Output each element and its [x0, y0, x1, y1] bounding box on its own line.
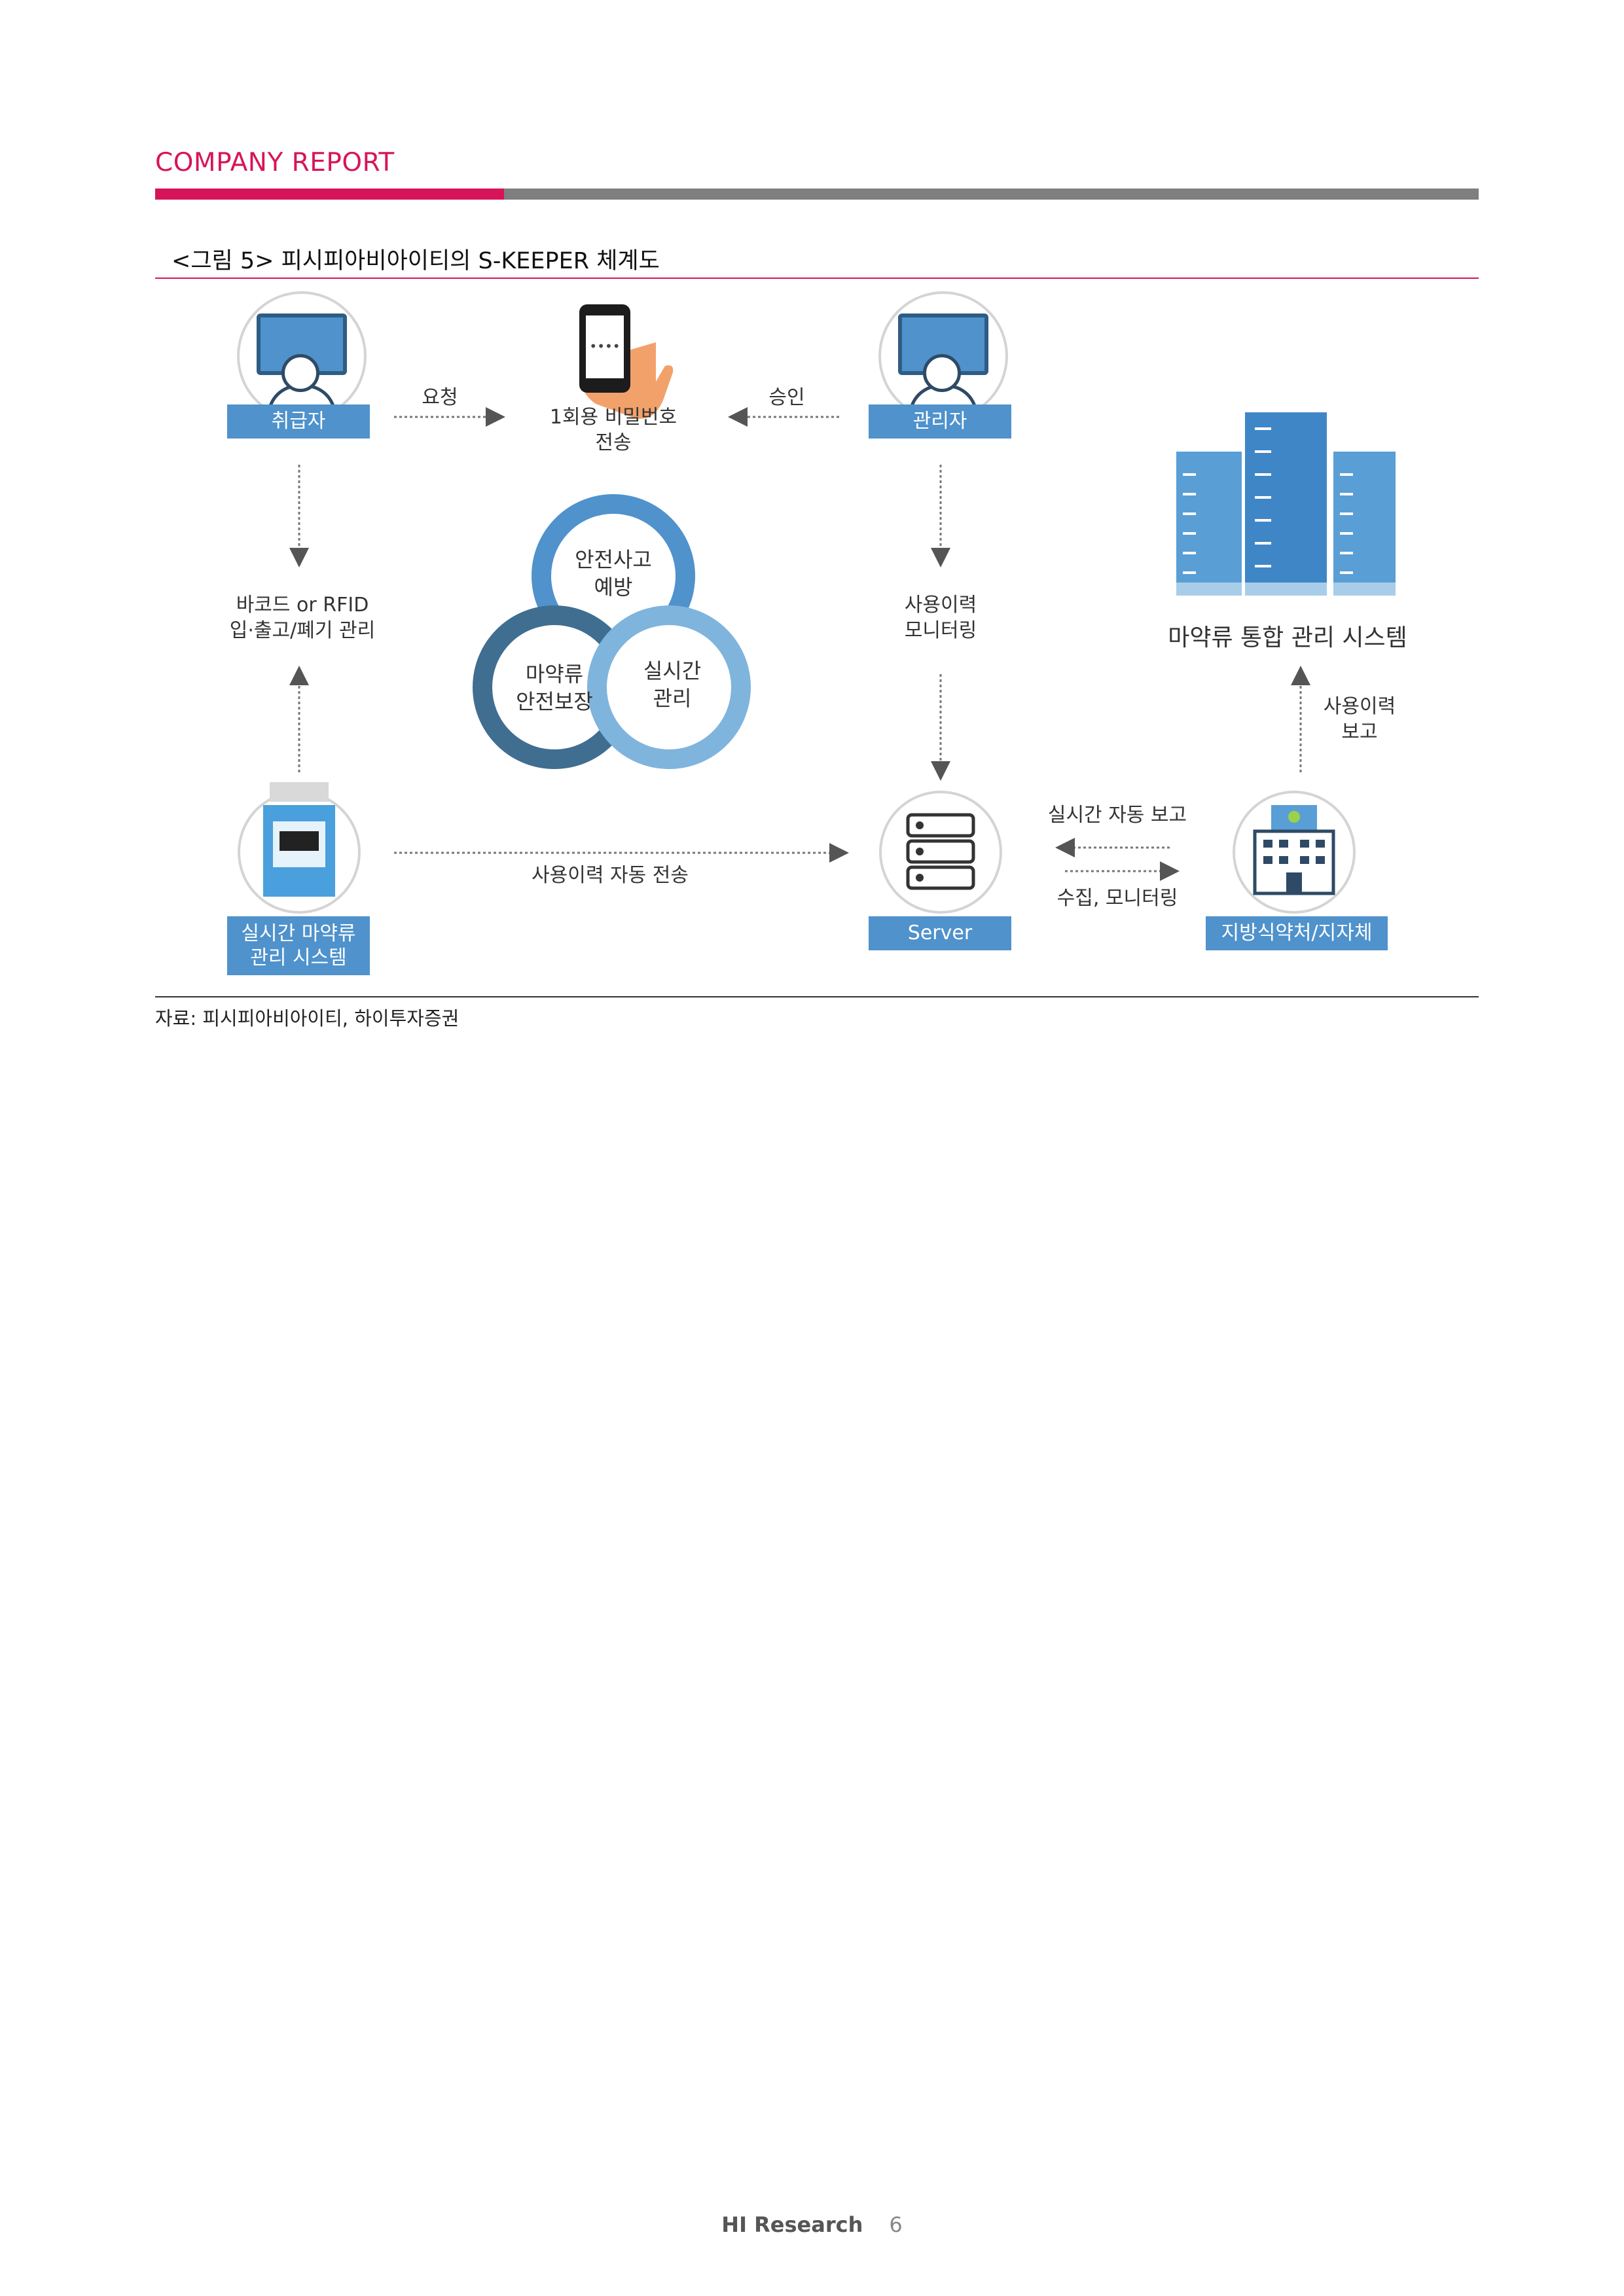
- center-top-text: 안전사고 예방: [575, 547, 652, 600]
- page-number: 6: [889, 2212, 903, 2237]
- auto-transfer-label: 사용이력 자동 전송: [532, 864, 689, 887]
- server-racks-icon: [1176, 412, 1396, 596]
- svg-text:••••: ••••: [589, 338, 620, 354]
- admin-label: 관리자: [869, 404, 1011, 439]
- local-gov-label: 지방식약처/지자체: [1206, 916, 1388, 950]
- s-keeper-diagram: ••••: [155, 288, 1479, 988]
- request-label: 요청: [422, 386, 458, 409]
- otp-label: 1회용 비밀번호 전송: [549, 406, 677, 454]
- figure-bottom-rule: [155, 996, 1479, 997]
- phone-icon: ••••: [579, 304, 674, 419]
- report-header: COMPANY REPORT: [155, 148, 395, 177]
- header-bar-gray: [504, 188, 1479, 200]
- approve-label: 승인: [768, 386, 805, 409]
- usage-report-text: 사용이력 보고: [1323, 695, 1396, 744]
- figure-top-rule: [155, 278, 1479, 279]
- integrated-system-title: 마약류 통합 관리 시스템: [1168, 624, 1407, 651]
- header-bar-red: [155, 188, 504, 200]
- collect-monitor-label: 수집, 모니터링: [1056, 887, 1178, 910]
- realtime-system-label: 실시간 마약류 관리 시스템: [227, 916, 370, 975]
- cabinet-icon: [238, 782, 361, 914]
- server-icon: [879, 791, 1002, 914]
- source-note: 자료: 피시피아비아이티, 하이투자증권: [155, 1007, 460, 1030]
- realtime-report-label: 실시간 자동 보고: [1047, 804, 1187, 827]
- server-label: Server: [869, 916, 1011, 950]
- center-right-text: 실시간 관리: [643, 658, 702, 711]
- admin-avatar: [878, 291, 1008, 421]
- figure-title: <그림 5> 피시피아비아이티의 S-KEEPER 체계도: [171, 248, 660, 274]
- building-icon: [1233, 791, 1356, 914]
- footer-brand: HI Research: [721, 2212, 863, 2237]
- handler-label: 취급자: [227, 404, 370, 439]
- center-left-text: 마약류 안전보장: [516, 662, 593, 714]
- page-footer: HI Research 6: [0, 2212, 1624, 2237]
- safety-cycle-graphic: [473, 494, 751, 769]
- handler-avatar: [237, 291, 367, 421]
- barcode-text: 바코드 or RFID 입·출고/폐기 관리: [229, 594, 376, 642]
- diagram-arrows: ••••: [238, 304, 1396, 914]
- usage-monitoring-text: 사용이력 모니터링: [904, 594, 977, 642]
